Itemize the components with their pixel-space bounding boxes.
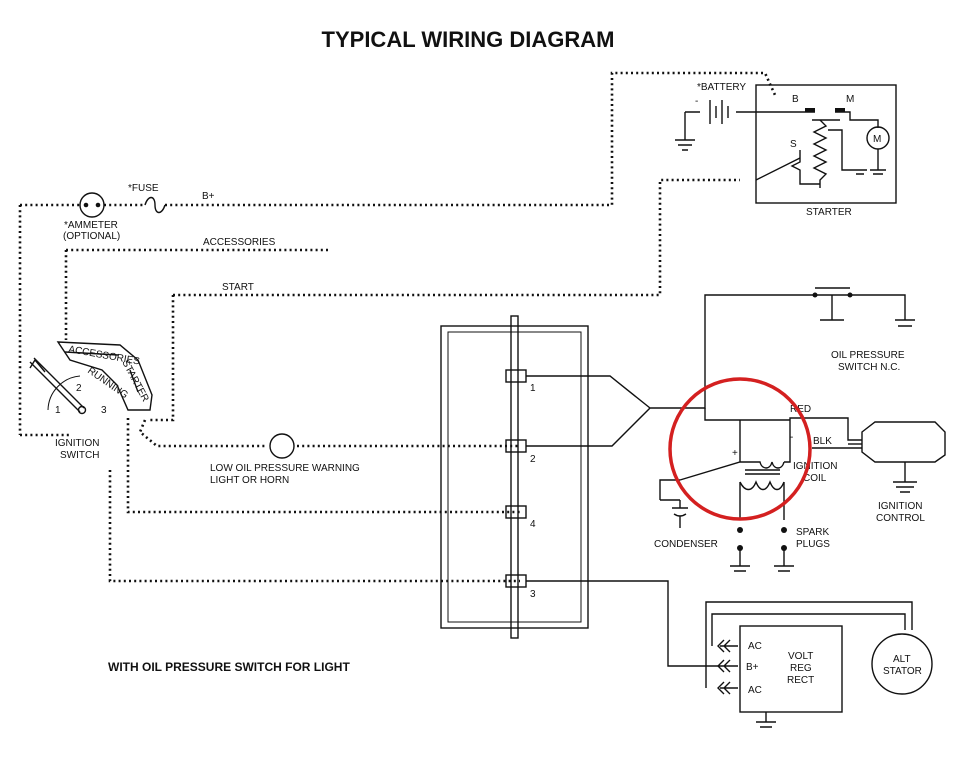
pos-3-label: 3	[101, 405, 107, 416]
coil-label: IGNITION	[793, 461, 837, 472]
alt-stator: ALT STATOR	[871, 633, 933, 695]
fuse: *FUSE B+	[128, 183, 215, 214]
pos-2-label: 2	[76, 383, 82, 394]
starter: B M S M STARTER	[755, 84, 897, 218]
dotted-wires	[18, 71, 777, 583]
spark-plugs-label-2: PLUGS	[796, 539, 830, 550]
minus-label: -	[790, 432, 793, 443]
alt-label: ALT	[893, 654, 911, 665]
switch-running-label: RUNNING	[85, 365, 130, 401]
oil-switch-label-2: SWITCH N.C.	[838, 362, 900, 373]
accessories-label: ACCESSORIES	[203, 237, 276, 248]
ignition-control-label-2: CONTROL	[876, 513, 925, 524]
b-plus-reg-label: B+	[746, 662, 759, 673]
red-wire-label: RED	[790, 404, 811, 415]
connector-2-label: 2	[530, 454, 536, 465]
battery: *BATTERY -	[675, 82, 798, 151]
spark-plugs-label: SPARK	[796, 527, 829, 538]
rect-label: RECT	[787, 675, 814, 686]
oil-switch-label: OIL PRESSURE	[831, 350, 905, 361]
oil-pressure-switch: OIL PRESSURE SWITCH N.C.	[812, 287, 915, 373]
motor-label: M	[873, 134, 881, 145]
connector-1-label: 1	[530, 383, 536, 394]
ac-2-label: AC	[748, 685, 762, 696]
pos-1-label: 1	[55, 405, 61, 416]
starter-b-label: B	[792, 94, 799, 105]
volt-label: VOLT	[788, 651, 813, 662]
svg-text:-: -	[695, 96, 698, 107]
blk-wire-label: BLK	[813, 436, 832, 447]
starter-s-label: S	[790, 139, 797, 150]
starter-label: STARTER	[806, 207, 852, 218]
ac-1-label: AC	[748, 641, 762, 652]
ignition-control: IGNITION CONTROL	[848, 421, 946, 524]
reg-label: REG	[790, 663, 812, 674]
starter-m-label: M	[846, 94, 854, 105]
battery-label: *BATTERY	[697, 82, 746, 93]
start-label: START	[222, 282, 254, 293]
ignition-switch-label-2: SWITCH	[60, 450, 99, 461]
diagram-caption: WITH OIL PRESSURE SWITCH FOR LIGHT	[108, 660, 350, 674]
connector-4-label: 4	[530, 519, 536, 530]
connector-3-label: 3	[530, 589, 536, 600]
condenser-label: CONDENSER	[654, 539, 718, 550]
fuse-label: *FUSE	[128, 183, 159, 194]
diagram-title: TYPICAL WIRING DIAGRAM	[322, 27, 615, 52]
plus-label: +	[732, 448, 738, 459]
stator-label: STATOR	[883, 666, 922, 677]
connector-block: 1 2 4 3	[440, 294, 906, 639]
ignition-coil: RED BLK + - IGNITION COIL CONDENSER SPAR…	[654, 404, 862, 572]
low-oil-label: LOW OIL PRESSURE WARNING	[210, 463, 360, 474]
ammeter-label: *AMMETER	[64, 220, 118, 231]
ammeter-optional-label: (OPTIONAL)	[63, 231, 120, 242]
ignition-control-label: IGNITION	[878, 501, 922, 512]
b-plus-label: B+	[202, 191, 215, 202]
voltage-regulator: AC B+ AC VOLT REG RECT	[526, 580, 913, 728]
ignition-switch: ACCESSORIES RUNNING STARTER 1 2 3 IGNITI…	[29, 341, 153, 461]
low-oil-warning: LOW OIL PRESSURE WARNING LIGHT OR HORN	[210, 433, 360, 486]
low-oil-label-2: LIGHT OR HORN	[210, 475, 289, 486]
ammeter: *AMMETER (OPTIONAL)	[63, 192, 120, 242]
coil-label-2: COIL	[803, 473, 827, 484]
ignition-switch-label: IGNITION	[55, 438, 99, 449]
highlight-circle	[668, 377, 812, 521]
